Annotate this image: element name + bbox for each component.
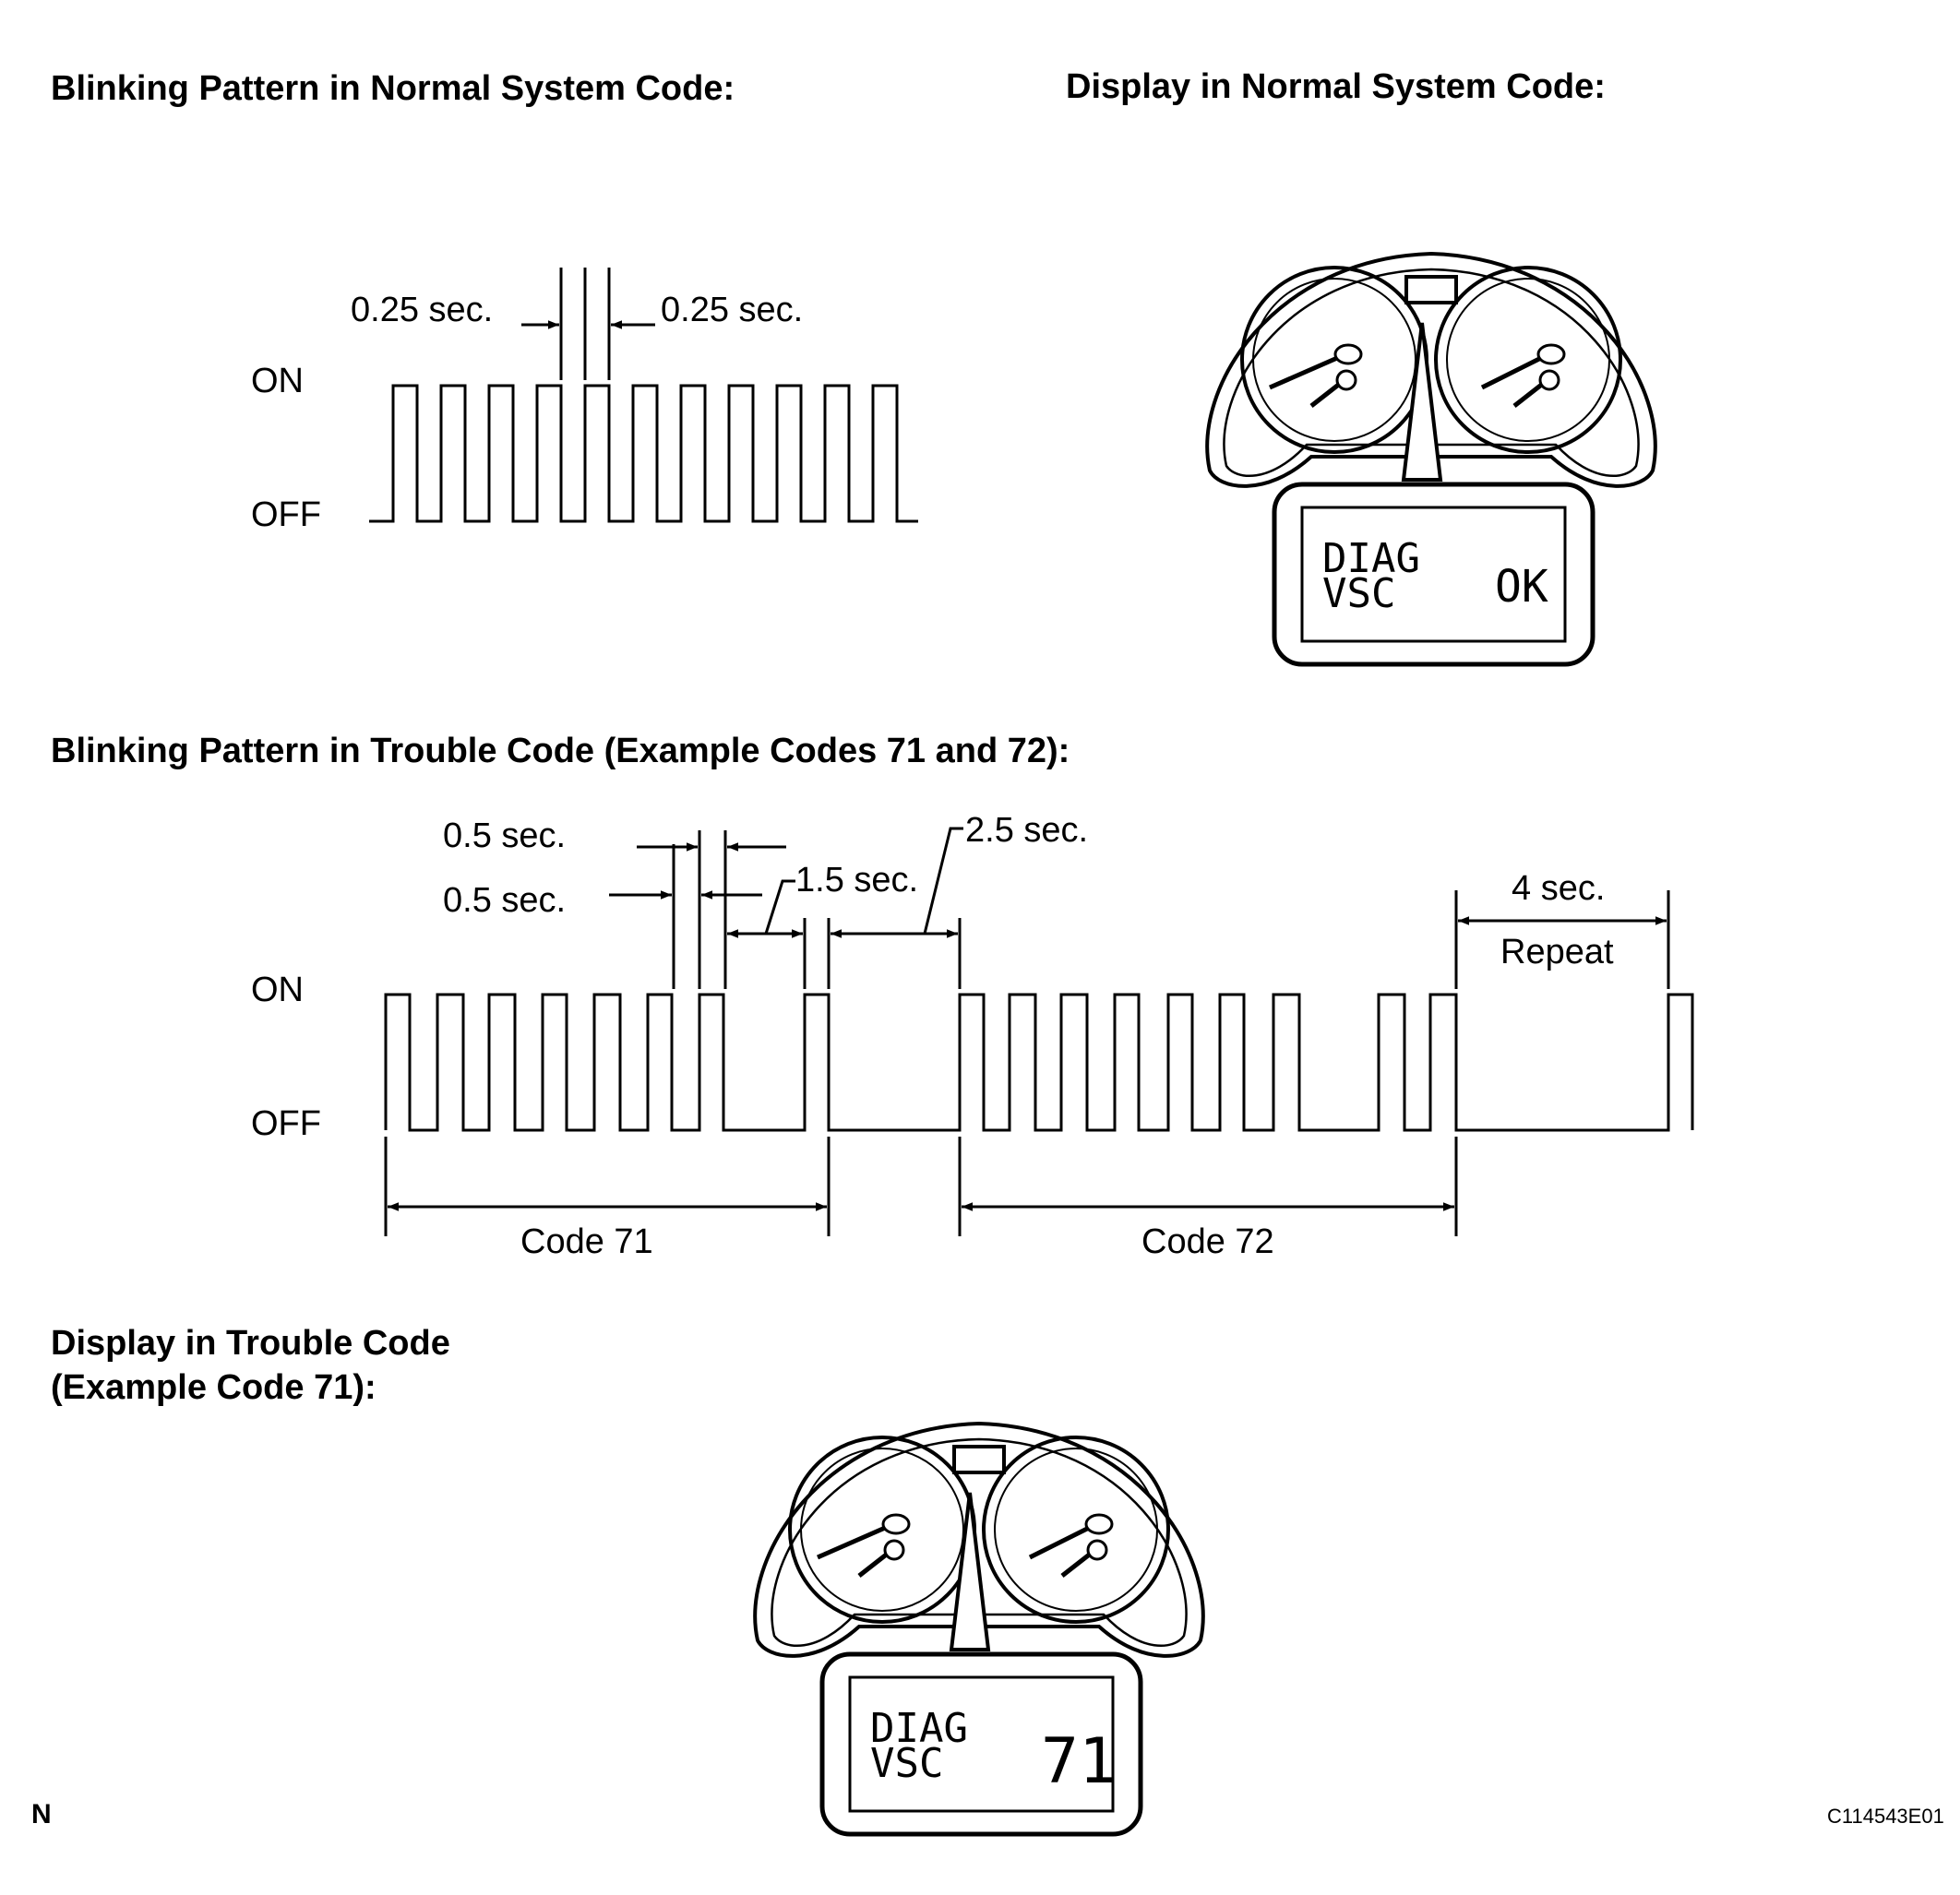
gauge-right-normal — [1434, 266, 1622, 454]
needle-right-trouble — [1028, 1513, 1114, 1578]
normal-timing-left-label: 0.25 sec. — [351, 291, 493, 329]
gauge-left-ring-normal — [1252, 278, 1416, 442]
cluster-trouble-housing — [753, 1421, 1205, 1658]
lcd-screen-normal — [1300, 506, 1567, 643]
trouble-off-label: OFF — [251, 1104, 321, 1143]
lcd-normal-line2: VSC — [1322, 570, 1395, 617]
timing-1-5-label: 1.5 sec. — [795, 861, 918, 900]
footer-mark: N — [31, 1799, 52, 1829]
timing-0-5-on-label: 0.5 sec. — [443, 816, 566, 855]
gauge-left-ring-trouble — [800, 1448, 964, 1612]
lcd-screen-trouble — [848, 1675, 1115, 1813]
heading-normal-display: Display in Normal System Code: — [1066, 67, 1606, 106]
gauge-right-ring-normal — [1446, 278, 1610, 442]
cluster-normal-housing — [1205, 251, 1657, 488]
lcd-normal-line1: DIAG — [1322, 535, 1420, 582]
normal-off-label: OFF — [251, 495, 321, 534]
warning-lamp-normal — [1404, 275, 1458, 304]
needle-left-trouble — [816, 1513, 911, 1578]
repeat-label: Repeat — [1500, 933, 1614, 971]
figure-id: C114543E01 — [1827, 1805, 1944, 1828]
lcd-trouble-value: 71 — [1041, 1725, 1117, 1798]
trouble-pattern-diagram — [384, 827, 1694, 1236]
normal-waveform — [369, 384, 918, 523]
cluster-normal — [1205, 251, 1657, 667]
callout-pointer-normal — [1401, 322, 1443, 482]
normal-pattern-diagram — [369, 268, 918, 523]
callout-pointer-trouble — [949, 1492, 991, 1651]
leader-1-5 — [764, 879, 795, 935]
callout-box-trouble — [819, 1651, 1143, 1837]
code71-label: Code 71 — [520, 1222, 653, 1261]
trouble-on-label: ON — [251, 971, 304, 1009]
timing-2-5-label: 2.5 sec. — [965, 811, 1088, 850]
trouble-waveform — [384, 993, 1694, 1132]
timing-0-5-off-label: 0.5 sec. — [443, 881, 566, 920]
heading-trouble-pattern: Blinking Pattern in Trouble Code (Exampl… — [51, 732, 1070, 770]
lcd-trouble-line2: VSC — [870, 1740, 943, 1787]
needle-left-normal — [1268, 343, 1363, 408]
heading-trouble-display-line2: (Example Code 71): — [51, 1368, 376, 1407]
heading-trouble-display-line1: Display in Trouble Code — [51, 1324, 450, 1363]
normal-timing-right-label: 0.25 sec. — [661, 291, 803, 329]
needle-right-normal — [1480, 343, 1566, 408]
leader-2-5 — [923, 827, 963, 935]
gauge-right-trouble — [982, 1436, 1170, 1624]
timing-4-sec-label: 4 sec. — [1512, 869, 1605, 908]
warning-lamp-trouble — [952, 1445, 1006, 1474]
heading-normal-pattern: Blinking Pattern in Normal System Code: — [51, 69, 735, 108]
cluster-trouble — [753, 1421, 1205, 1837]
gauge-right-ring-trouble — [994, 1448, 1158, 1612]
callout-box-normal — [1272, 482, 1595, 667]
normal-on-label: ON — [251, 362, 304, 400]
lcd-trouble-line1: DIAG — [870, 1705, 968, 1752]
lcd-normal-value: OK — [1495, 561, 1548, 613]
code72-label: Code 72 — [1141, 1222, 1274, 1261]
